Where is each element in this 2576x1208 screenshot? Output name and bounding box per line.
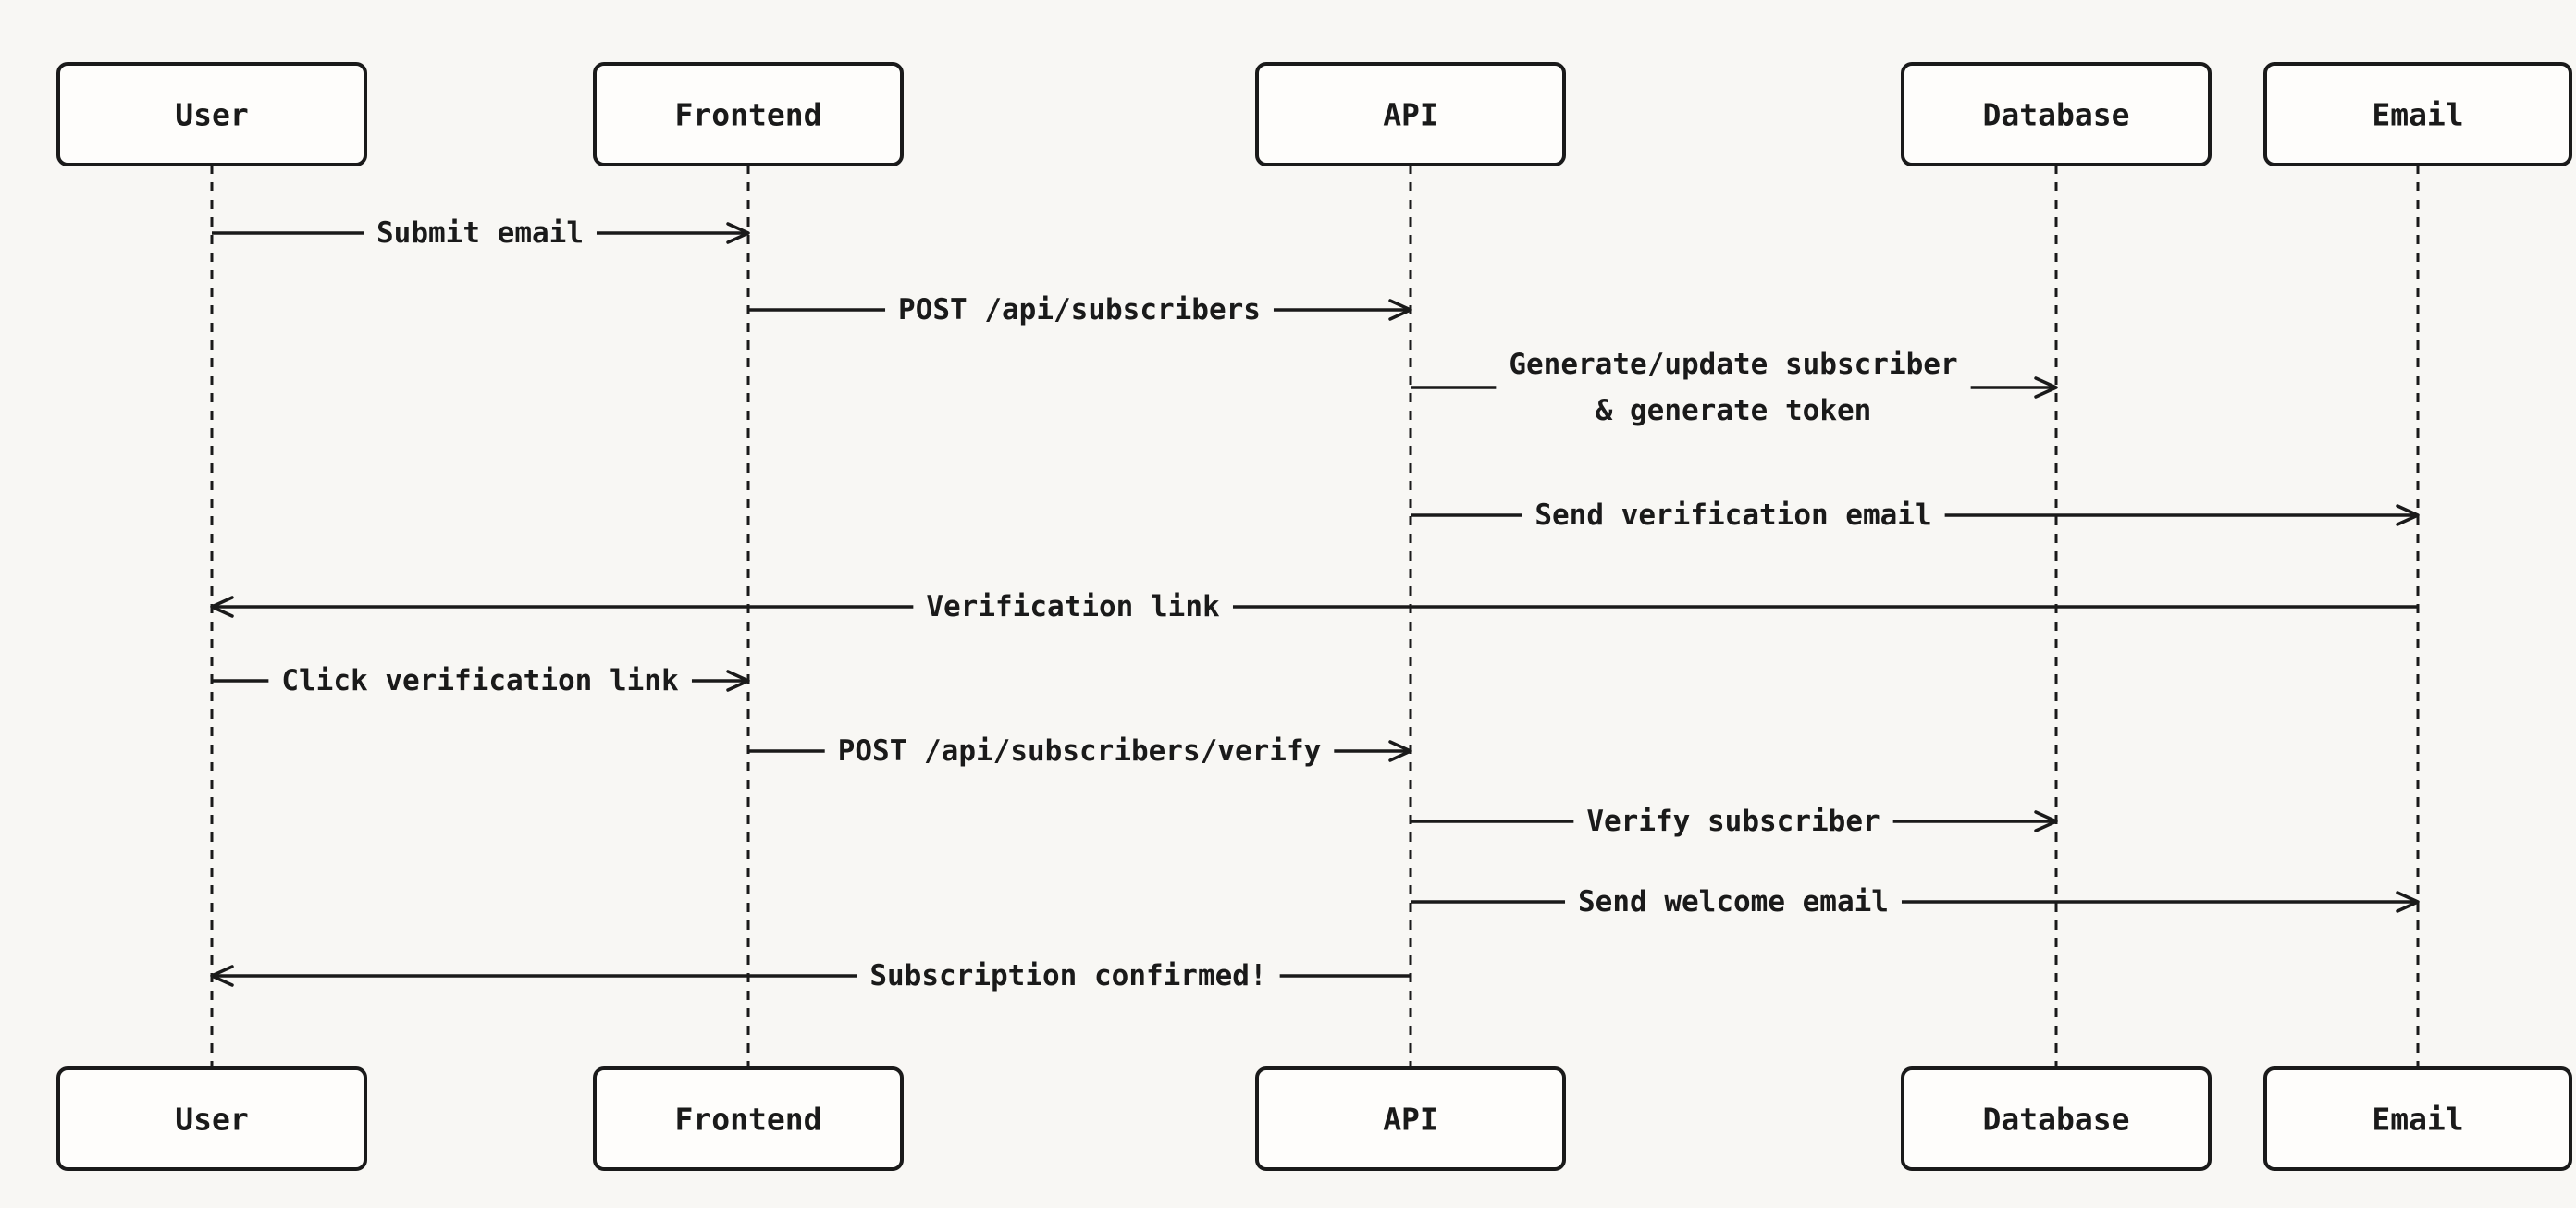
actor-api-top: API (1255, 62, 1566, 166)
label-mask (913, 585, 1233, 629)
label-mask (824, 729, 1335, 773)
actor-box (1901, 62, 2212, 166)
arrowhead-left-icon (210, 965, 234, 987)
arrowhead-right-icon (1388, 740, 1412, 762)
arrowhead-right-icon (726, 670, 750, 692)
arrowhead-right-icon (2034, 376, 2058, 399)
message-submit-email: Submit email (212, 211, 750, 255)
arrowhead-left-icon (210, 596, 234, 618)
actor-label: Frontend (675, 97, 822, 133)
actor-api-bottom: API (1255, 1066, 1566, 1171)
actor-label: API (1383, 97, 1438, 133)
label-mask (1496, 342, 1971, 433)
message-post-subscribers: POST /api/subscribers (748, 288, 1412, 332)
actor-label: User (175, 97, 248, 133)
actor-label: Database (1983, 97, 2130, 133)
arrowhead-right-icon (1388, 299, 1412, 321)
arrowhead-right-icon (2034, 810, 2058, 832)
arrowhead-right-icon (2396, 891, 2420, 913)
message-label: Send welcome email (1578, 885, 1889, 918)
actor-user-bottom: User (56, 1066, 367, 1171)
actor-email-top: Email (2263, 62, 2572, 166)
actor-box (1255, 62, 1566, 166)
message-label: Submit email (376, 216, 584, 250)
message-label: POST /api/subscribers/verify (838, 734, 1322, 768)
label-mask (1522, 493, 1945, 537)
actor-box (593, 62, 904, 166)
message-verification-link: Verification link (210, 585, 2418, 629)
label-mask (268, 659, 692, 703)
message-verify-subscriber: Verify subscriber (1411, 799, 2058, 844)
label-mask (885, 288, 1274, 332)
actor-frontend-bottom: Frontend (593, 1066, 904, 1171)
actor-user-top: User (56, 62, 367, 166)
actor-label: User (175, 1102, 248, 1138)
actor-database-top: Database (1901, 62, 2212, 166)
actor-box (593, 1066, 904, 1171)
message-label: Subscription confirmed! (869, 959, 1266, 992)
message-label: POST /api/subscribers (898, 293, 1261, 327)
actor-box (1255, 1066, 1566, 1171)
message-label: Click verification link (281, 664, 679, 697)
arrowhead-right-icon (726, 222, 750, 244)
actor-box (56, 62, 367, 166)
actor-box (56, 1066, 367, 1171)
actor-label: Frontend (675, 1102, 822, 1138)
message-label-line-1: Generate/update subscriber (1509, 348, 1957, 381)
message-click-verification-link: Click verification link (212, 659, 750, 703)
actor-frontend-top: Frontend (593, 62, 904, 166)
actor-email-bottom: Email (2263, 1066, 2572, 1171)
actor-box (1901, 1066, 2212, 1171)
arrowhead-right-icon (2396, 504, 2420, 526)
message-subscription-confirmed: Subscription confirmed! (210, 954, 1411, 998)
message-label: Verification link (926, 590, 1220, 623)
message-label: Send verification email (1535, 499, 1931, 532)
actor-box (2263, 62, 2572, 166)
label-mask (857, 954, 1280, 998)
actor-database-bottom: Database (1901, 1066, 2212, 1171)
actor-label: Email (2372, 97, 2463, 133)
label-mask (1573, 799, 1893, 844)
label-mask (364, 211, 597, 255)
label-mask (1565, 880, 1902, 924)
message-label: Verify subscriber (1586, 805, 1880, 838)
message-generate-subscriber-token: Generate/update subscriber & generate to… (1411, 342, 2058, 433)
actor-box (2263, 1066, 2572, 1171)
actor-label: Database (1983, 1102, 2130, 1138)
message-post-subscribers-verify: POST /api/subscribers/verify (748, 729, 1412, 773)
actor-label: API (1383, 1102, 1438, 1138)
message-send-welcome-email: Send welcome email (1411, 880, 2420, 924)
message-send-verification-email: Send verification email (1411, 493, 2420, 537)
actor-label: Email (2372, 1102, 2463, 1138)
message-label-line-2: & generate token (1596, 394, 1872, 427)
